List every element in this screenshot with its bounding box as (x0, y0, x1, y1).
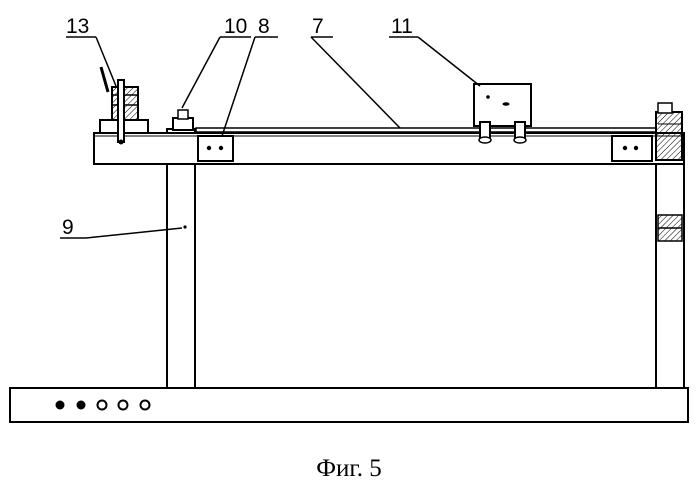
label-11: 11 (391, 15, 413, 38)
horizontal-beam (94, 133, 684, 164)
label-13: 13 (66, 15, 89, 38)
guide-rod (196, 128, 656, 132)
label-7: 7 (312, 15, 324, 38)
right-post (656, 160, 684, 388)
right-end-clamp (656, 103, 682, 160)
figure-caption: Фиг. 5 (316, 455, 382, 482)
device-13 (100, 67, 148, 145)
label-9: 9 (62, 216, 74, 239)
label-10: 10 (224, 15, 247, 38)
base-rail (10, 388, 688, 422)
bracket (198, 136, 233, 161)
right-bracket (612, 136, 652, 161)
left-post (167, 129, 195, 388)
label-8: 8 (258, 15, 270, 38)
post-nut (173, 110, 193, 130)
